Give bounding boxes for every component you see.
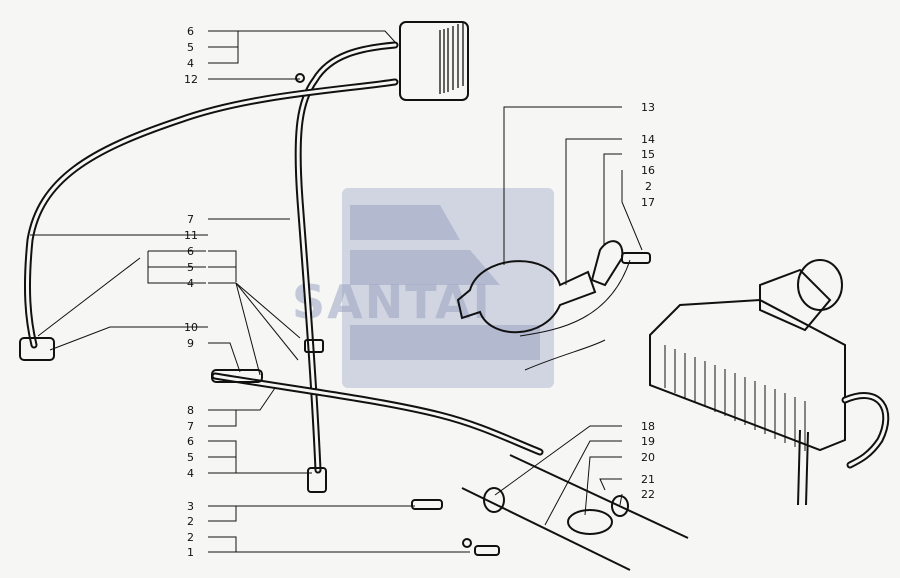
clamp-detail	[456, 240, 651, 371]
callout-label: 13	[641, 101, 655, 114]
callout-label: 18	[641, 420, 655, 433]
watermark-text: SANTAI	[292, 275, 492, 329]
heater-hoses	[19, 41, 544, 493]
callout-label: 14	[641, 133, 655, 146]
callout-label: 20	[641, 451, 655, 464]
callout-label: 6	[187, 25, 194, 38]
callout-label: 7	[187, 420, 194, 433]
lower-pipes	[461, 454, 689, 571]
callout-label: 5	[187, 451, 194, 464]
callout-label: 4	[187, 57, 194, 70]
left-leader-lines	[30, 30, 470, 553]
watermark-stripe	[350, 325, 540, 360]
right-callouts: 13 14 15 16 2 17 18 19 20 21 22	[641, 101, 655, 501]
callout-label: 15	[641, 148, 655, 161]
callout-label: 10	[184, 321, 198, 334]
callout-label: 19	[641, 435, 655, 448]
left-callouts: 6 5 4 12 7 11 6 5 4 10 9 8 7 6 5 4 3 2 2…	[184, 25, 198, 559]
callout-label: 16	[641, 164, 655, 177]
bolts	[295, 73, 500, 556]
watermark-stripe	[350, 205, 460, 240]
callout-label: 5	[187, 261, 194, 274]
callout-label: 11	[184, 229, 198, 242]
right-heater-assembly	[649, 259, 890, 506]
right-leader-lines	[494, 106, 643, 526]
callout-label: 6	[187, 435, 194, 448]
callout-label: 5	[187, 41, 194, 54]
watermark-backdrop	[342, 188, 554, 388]
callout-label: 8	[187, 404, 194, 417]
callout-label: 1	[187, 546, 194, 559]
upper-heater-core	[399, 21, 469, 101]
callout-label: 4	[187, 467, 194, 480]
callout-label: 7	[187, 213, 194, 226]
watermark-stripe	[350, 250, 500, 285]
callout-label: 9	[187, 337, 194, 350]
callout-label: 12	[184, 73, 198, 86]
callout-label: 2	[645, 180, 652, 193]
callout-label: 2	[187, 515, 194, 528]
callout-label: 17	[641, 196, 655, 209]
callout-label: 21	[641, 473, 655, 486]
callout-label: 4	[187, 277, 194, 290]
callout-label: 6	[187, 245, 194, 258]
watermark-logo: SANTAI	[292, 188, 554, 388]
callout-label: 22	[641, 488, 655, 501]
callout-label: 2	[187, 531, 194, 544]
callout-label: 3	[187, 500, 194, 513]
